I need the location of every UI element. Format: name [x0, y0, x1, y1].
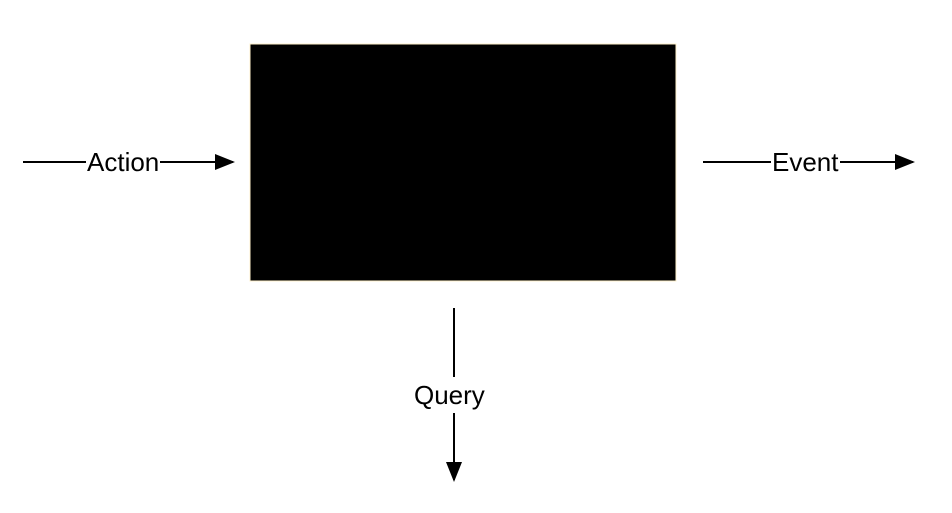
action-label: Action	[86, 147, 161, 177]
event-label: Event	[771, 147, 840, 177]
query-label: Query	[414, 377, 485, 413]
black-box	[249, 43, 677, 282]
